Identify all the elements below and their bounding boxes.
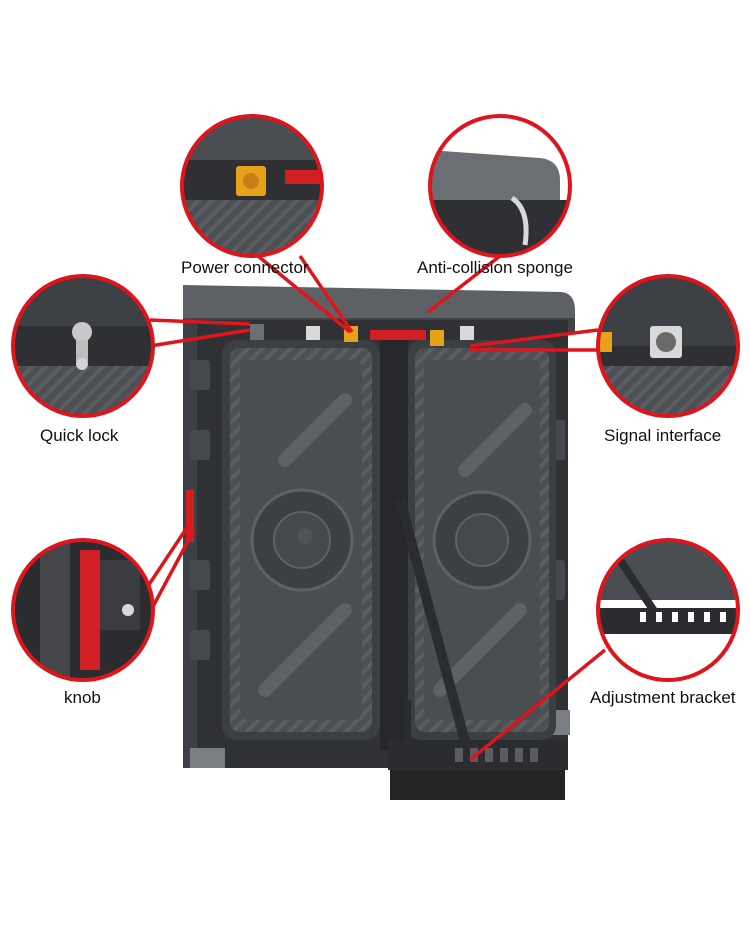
label-adjustment-bracket: Adjustment bracket <box>590 688 736 707</box>
callout-knob <box>11 538 155 682</box>
callout-quick-lock <box>11 274 155 418</box>
label-signal-interface: Signal interface <box>604 426 722 445</box>
callout-anti-collision-sponge <box>428 114 572 258</box>
label-quick-lock: Quick lock <box>40 426 119 445</box>
cabinet-connectors <box>250 324 474 346</box>
callout-power-connector <box>180 114 324 258</box>
right-module <box>408 340 556 740</box>
label-power-connector: Power connector <box>181 258 309 277</box>
callout-signal-interface <box>596 274 740 418</box>
label-knob: knob <box>64 688 101 707</box>
callout-lines <box>146 254 607 762</box>
label-anti-collision-sponge: Anti-collision sponge <box>417 258 573 277</box>
left-module <box>222 340 380 740</box>
adjustment-bracket <box>388 498 568 800</box>
knob-red-strip <box>186 490 194 542</box>
callout-adjustment-bracket <box>596 538 740 682</box>
